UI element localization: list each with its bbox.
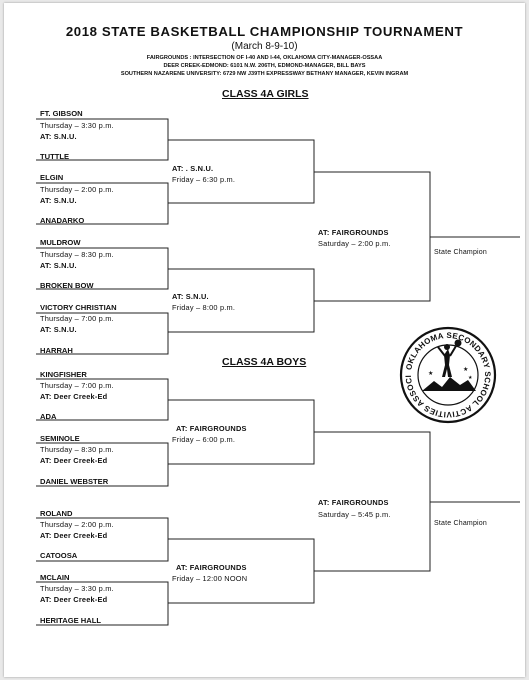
boys-q3-time: Thursday – 2:00 p.m. — [40, 520, 114, 529]
girls-semi1-site: AT: . S.N.U. — [172, 164, 214, 173]
boys-q2-team-a: SEMINOLE — [40, 434, 80, 443]
girls-q4-site: AT: S.N.U. — [40, 325, 77, 334]
girls-q1-time: Thursday – 3:30 p.m. — [40, 121, 114, 130]
girls-q4-team-a: VICTORY CHRISTIAN — [40, 303, 117, 312]
girls-semi2-time: Friday – 8:00 p.m. — [172, 303, 236, 312]
boys-final-site: AT: FAIRGROUNDS — [318, 498, 389, 507]
boys-q2-time: Thursday – 8:30 p.m. — [40, 445, 114, 454]
boys-q3-site: AT: Deer Creek-Ed — [40, 531, 108, 540]
girls-q4-time: Thursday – 7:00 p.m. — [40, 314, 114, 323]
venue-line-deer-creek: DEER CREEK-EDMOND: 6101 N.W. 206TH, EDMO… — [163, 63, 366, 69]
boys-q2-team-b: DANIEL WEBSTER — [40, 477, 109, 486]
boys-champion-label: State Champion — [434, 520, 487, 527]
girls-q3-time: Thursday – 8:30 p.m. — [40, 250, 114, 259]
boys-q3-team-a: ROLAND — [40, 509, 73, 518]
basketball-player-icon: ★ ★ ★ — [422, 339, 476, 391]
svg-text:★: ★ — [428, 370, 433, 377]
boys-q1-time: Thursday – 7:00 p.m. — [40, 381, 114, 390]
boys-q2-site: AT: Deer Creek-Ed — [40, 456, 108, 465]
girls-q4-bracket — [36, 312, 169, 355]
girls-q2-team-a: ELGIN — [40, 173, 64, 182]
boys-q4-team-a: MCLAIN — [40, 573, 70, 582]
girls-q2-team-b: ANADARKO — [40, 216, 85, 225]
boys-q1-team-a: KINGFISHER — [40, 370, 87, 379]
boys-q4-team-b: HERITAGE HALL — [40, 616, 102, 625]
girls-semi1-time: Friday – 6:30 p.m. — [172, 175, 236, 184]
boys-q3-team-b: CATOOSA — [40, 551, 78, 560]
girls-q3-site: AT: S.N.U. — [40, 261, 77, 270]
girls-class-heading: CLASS 4A GIRLS — [222, 88, 309, 100]
boys-semi1-site: AT: FAIRGROUNDS — [176, 424, 247, 433]
venue-line-snu: SOUTHERN NAZARENE UNIVERSITY: 6729 NW J3… — [120, 71, 409, 77]
girls-final-site: AT: FAIRGROUNDS — [318, 228, 389, 237]
svg-text:★: ★ — [468, 375, 473, 381]
boys-semi1-time: Friday – 6:00 p.m. — [172, 435, 236, 444]
boys-final-time: Saturday – 5:45 p.m. — [318, 510, 391, 519]
girls-q3-team-a: MULDROW — [40, 238, 81, 247]
girls-q2-time: Thursday – 2:00 p.m. — [40, 185, 114, 194]
boys-class-heading: CLASS 4A BOYS — [222, 356, 307, 368]
tournament-dates: (March 8-9-10) — [231, 41, 298, 52]
venue-line-fairgrounds: FAIRGROUNDS : INTERSECTION OF I-40 AND I… — [146, 55, 383, 61]
ossaa-seal-logo: OKLAHOMA SECONDARY SCHOOL ACTIVITIES ASS… — [398, 325, 497, 424]
boys-q4-site: AT: Deer Creek-Ed — [40, 595, 108, 604]
girls-final-time: Saturday – 2:00 p.m. — [318, 239, 391, 248]
svg-text:★: ★ — [463, 366, 468, 373]
girls-q2-site: AT: S.N.U. — [40, 196, 77, 205]
girls-q1-site: AT: S.N.U. — [40, 132, 77, 141]
girls-champion-label: State Champion — [434, 249, 487, 256]
girls-q3-team-b: BROKEN BOW — [40, 281, 94, 290]
girls-q4-team-b: HARRAH — [40, 346, 73, 355]
girls-q1-team-a: FT. GIBSON — [40, 109, 83, 118]
boys-semi2-site: AT: FAIRGROUNDS — [176, 563, 247, 572]
girls-q1-team-b: TUTTLE — [40, 152, 70, 161]
boys-semi2-time: Friday – 12:00 NOON — [172, 574, 248, 583]
girls-semi2-site: AT: S.N.U. — [172, 292, 209, 301]
boys-q1-team-b: ADA — [40, 412, 57, 421]
page-title: 2018 STATE BASKETBALL CHAMPIONSHIP TOURN… — [65, 24, 464, 39]
boys-q4-time: Thursday – 3:30 p.m. — [40, 584, 114, 593]
boys-q1-site: AT: Deer Creek-Ed — [40, 392, 108, 401]
